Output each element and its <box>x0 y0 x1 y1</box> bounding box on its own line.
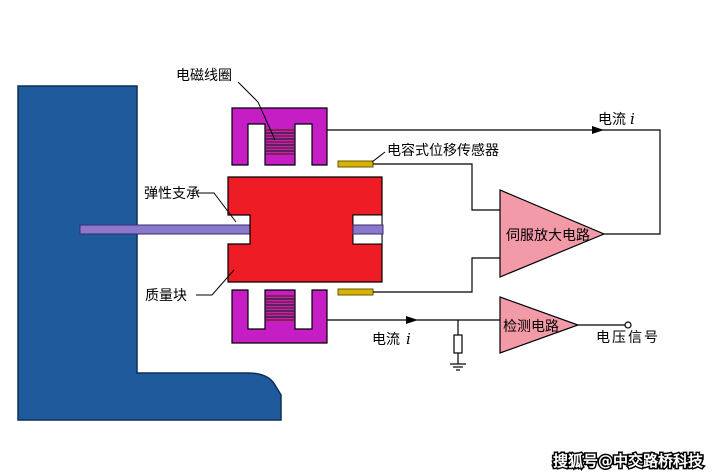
resistor-icon <box>453 334 463 354</box>
watermark-text: 搜狐号@中交路桥科技 <box>553 452 704 470</box>
elastic-support-shaft-left <box>79 224 251 235</box>
current-bottom-label: 电流 <box>372 332 400 348</box>
current-bottom-arrow-icon <box>406 316 418 324</box>
elastic-support-label: 弹性支承 <box>144 186 200 202</box>
detect-amplifier <box>499 296 580 354</box>
voltage-signal-label: 电压信号 <box>596 330 660 346</box>
leader-lines <box>196 81 386 296</box>
servo-amplifier-label: 伺服放大电路 <box>506 228 590 244</box>
top-capacitive-sensor <box>337 160 374 168</box>
top-coil-icon <box>266 129 294 155</box>
servo-amplifier <box>499 189 606 278</box>
current-top-label: 电流 <box>598 112 626 128</box>
capacitive-sensor-label: 电容式位移传感器 <box>387 142 499 159</box>
current-bottom-symbol: i <box>406 330 411 348</box>
fixed-frame <box>17 85 282 421</box>
ground-icon <box>450 363 466 371</box>
output-terminal-icon <box>624 321 632 329</box>
current-top-symbol: i <box>630 110 635 128</box>
mass-block-label: 质量块 <box>145 288 187 304</box>
coil-label: 电磁线圈 <box>176 68 232 84</box>
bottom-coil-icon <box>266 295 294 321</box>
detect-amplifier-label: 检测电路 <box>503 319 559 335</box>
current-top-arrow-icon <box>592 126 604 134</box>
bottom-capacitive-sensor <box>337 288 374 296</box>
elastic-support-shaft-right-inner <box>352 224 384 235</box>
